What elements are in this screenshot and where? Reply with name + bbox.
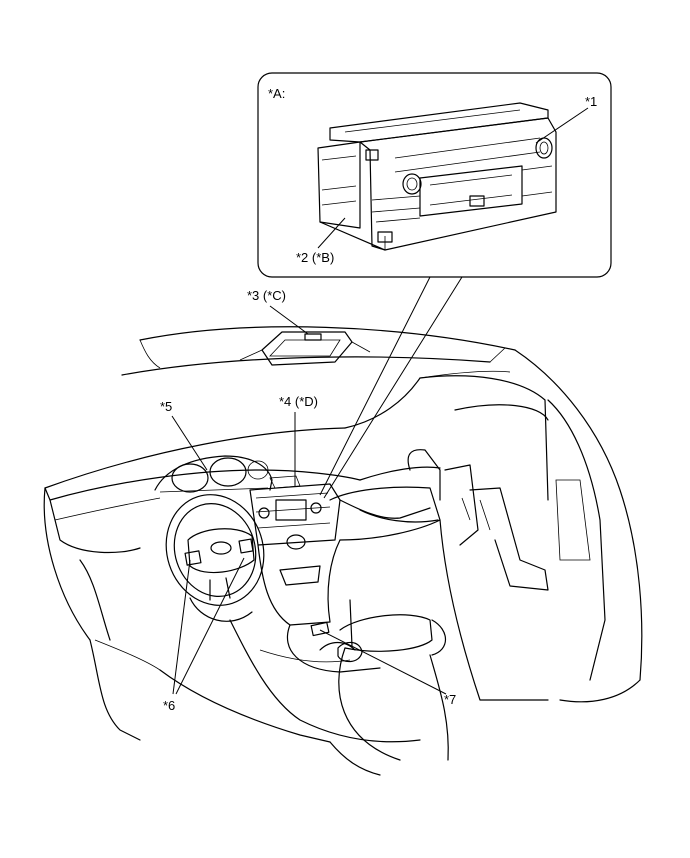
callout-5: *5 [160,399,172,414]
console-switch [310,599,363,663]
inset-label: *A: [268,86,285,101]
inset-pointer [319,276,463,499]
callout-6: *6 [163,698,175,713]
callout-1: *1 [585,94,597,109]
inset-detail-box: *A: [257,72,612,278]
callout-3: *3 (*C) [247,288,286,303]
callout-2: *2 (*B) [296,250,334,265]
callout-7: *7 [444,692,456,707]
callout-4: *4 (*D) [279,394,318,409]
steering-wheel [165,494,265,622]
vehicle-interior-illustration [43,326,643,776]
overhead-console [239,331,371,366]
center-stack-audio [249,475,341,550]
combination-meter [154,455,273,493]
radio-receiver-illustration [317,102,557,251]
front-door [419,375,606,701]
